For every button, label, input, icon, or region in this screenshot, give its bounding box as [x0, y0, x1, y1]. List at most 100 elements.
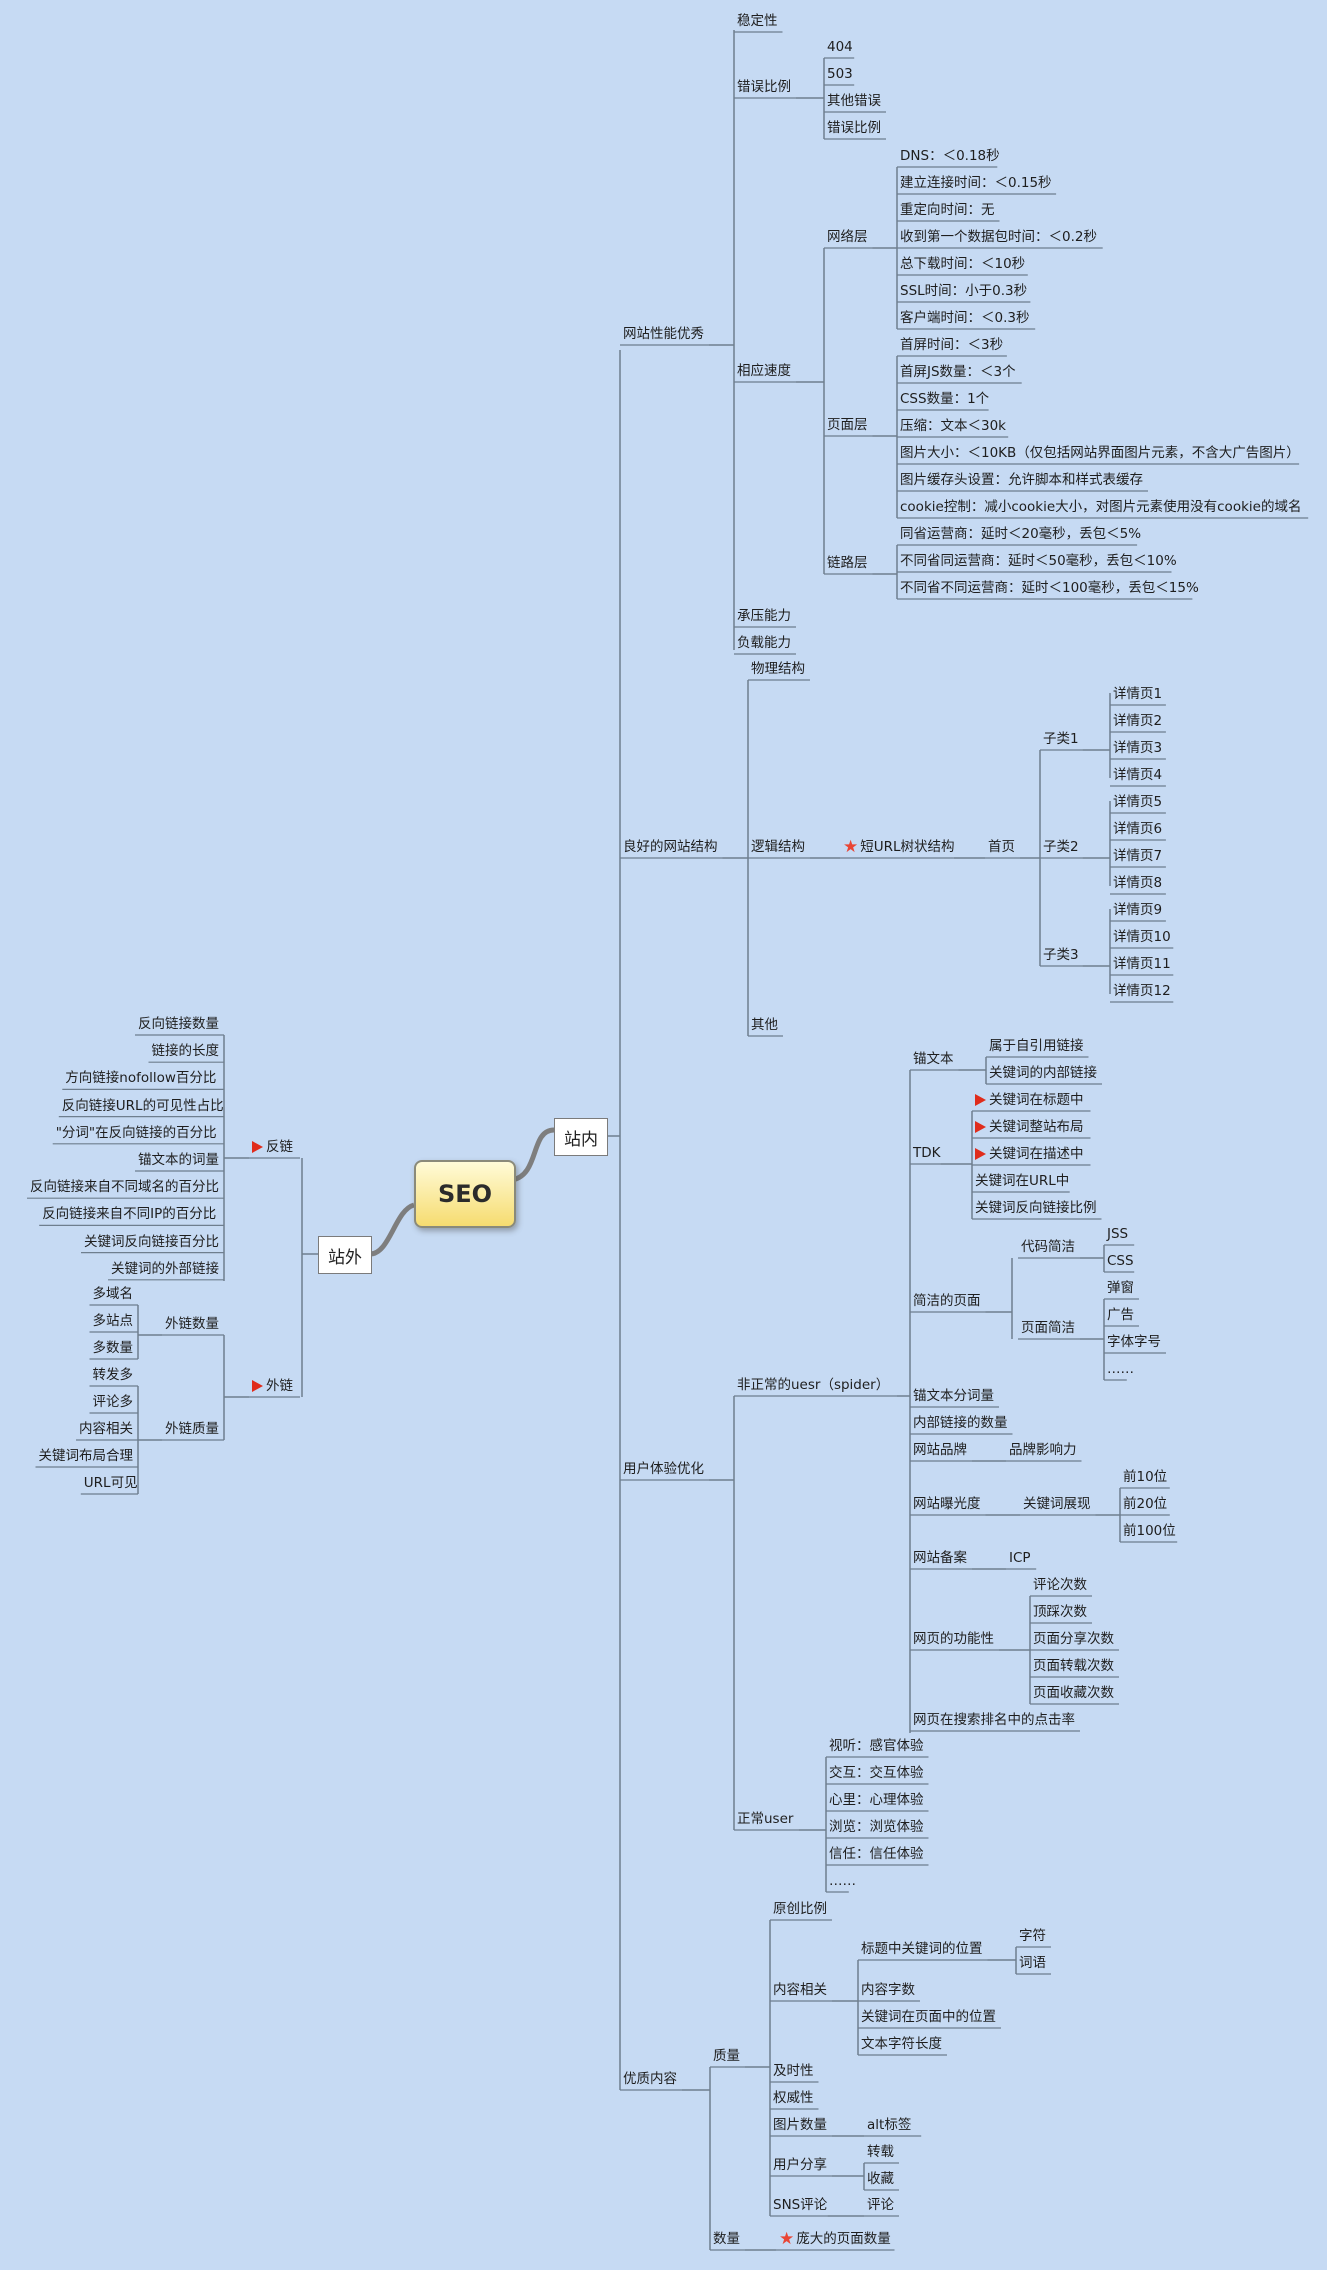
offsite-branch-node[interactable]: 站外 — [318, 1236, 372, 1274]
mind-map-node[interactable]: 建立连接时间：＜0.15秒 — [900, 174, 1052, 192]
mind-map-node[interactable]: 逻辑结构 — [751, 838, 805, 856]
mind-map-node[interactable]: 评论 — [867, 2196, 894, 2214]
mind-map-node[interactable]: 关键词在描述中 — [975, 1145, 1084, 1163]
mind-map-node[interactable]: 前10位 — [1123, 1468, 1167, 1486]
mind-map-node[interactable]: TDK — [913, 1144, 941, 1162]
mind-map-node[interactable]: 压缩：文本＜30k — [900, 417, 1006, 435]
mind-map-node[interactable]: alt标签 — [867, 2116, 911, 2134]
mind-map-node[interactable]: DNS：＜0.18秒 — [900, 147, 1000, 165]
mind-map-node[interactable]: 页面简洁 — [1021, 1319, 1075, 1337]
mind-map-node[interactable]: ICP — [1009, 1549, 1031, 1567]
mind-map-node[interactable]: 详情页8 — [1113, 874, 1162, 892]
mind-map-node[interactable]: ★短URL树状结构 — [843, 838, 955, 856]
mind-map-node[interactable]: 详情页7 — [1113, 847, 1162, 865]
mind-map-node[interactable]: 详情页6 — [1113, 820, 1162, 838]
mind-map-node[interactable]: 文本字符长度 — [861, 2035, 942, 2053]
mind-map-node[interactable]: 重定向时间：无 — [900, 201, 995, 219]
branch-structure[interactable]: 良好的网站结构 — [623, 838, 718, 856]
branch-backlinks[interactable]: 反链 — [252, 1138, 293, 1156]
mind-map-node[interactable]: 网站备案 — [913, 1549, 967, 1567]
mind-map-node[interactable]: 品牌影响力 — [1009, 1441, 1077, 1459]
mind-map-node[interactable]: 锚文本 — [913, 1050, 954, 1068]
mind-map-node[interactable]: 关键词反向链接百分比 — [84, 1233, 219, 1251]
mind-map-node[interactable]: 多数量 — [93, 1339, 134, 1357]
mind-map-node[interactable]: 内部链接的数量 — [913, 1414, 1008, 1432]
mind-map-node[interactable]: 关键词在URL中 — [975, 1172, 1069, 1190]
mind-map-node[interactable]: 详情页10 — [1113, 928, 1171, 946]
mind-map-node[interactable]: 图片数量 — [773, 2116, 827, 2134]
mind-map-node[interactable]: 评论多 — [93, 1393, 134, 1411]
mind-map-node[interactable]: 详情页1 — [1113, 685, 1162, 703]
mind-map-node[interactable]: 详情页11 — [1113, 955, 1171, 973]
mind-map-node[interactable]: 首屏时间：＜3秒 — [900, 336, 1003, 354]
mind-map-node[interactable]: 页面收藏次数 — [1033, 1684, 1114, 1702]
branch-outbound-links[interactable]: 外链 — [252, 1377, 293, 1395]
mind-map-node[interactable]: 广告 — [1107, 1306, 1134, 1324]
mind-map-node[interactable]: 评论次数 — [1033, 1576, 1087, 1594]
mind-map-node[interactable]: SNS评论 — [773, 2196, 827, 2214]
mind-map-node[interactable]: ★庞大的页面数量 — [779, 2230, 891, 2248]
mind-map-node[interactable]: 相应速度 — [737, 362, 791, 380]
mind-map-node[interactable]: 链接的长度 — [152, 1042, 220, 1060]
mind-map-node[interactable]: 详情页5 — [1113, 793, 1162, 811]
mind-map-node[interactable]: 浏览：浏览体验 — [829, 1818, 924, 1836]
mind-map-node[interactable]: 关键词在页面中的位置 — [861, 2008, 996, 2026]
mind-map-node[interactable]: 非正常的uesr（spider） — [737, 1376, 889, 1394]
mind-map-node[interactable]: 图片缓存头设置：允许脚本和样式表缓存 — [900, 471, 1143, 489]
mind-map-node[interactable]: 交互：交互体验 — [829, 1764, 924, 1782]
mind-map-node[interactable]: 简洁的页面 — [913, 1292, 981, 1310]
mind-map-node[interactable]: 关键词在标题中 — [975, 1091, 1084, 1109]
mind-map-node[interactable]: JSS — [1107, 1225, 1128, 1243]
mind-map-node[interactable]: 多域名 — [93, 1285, 134, 1303]
mind-map-node[interactable]: 及时性 — [773, 2062, 814, 2080]
mind-map-node[interactable]: 404 — [827, 38, 853, 56]
mind-map-node[interactable]: SSL时间：小于0.3秒 — [900, 282, 1027, 300]
mind-map-node[interactable]: …… — [1107, 1360, 1134, 1378]
mind-map-node[interactable]: 字符 — [1019, 1927, 1046, 1945]
mind-map-node[interactable]: 详情页12 — [1113, 982, 1171, 1000]
mind-map-node[interactable]: 外链数量 — [165, 1315, 219, 1333]
mind-map-node[interactable]: 标题中关键词的位置 — [861, 1940, 983, 1958]
mind-map-node[interactable]: "分词"在反向链接的百分比 — [56, 1124, 217, 1142]
mind-map-node[interactable]: 词语 — [1019, 1954, 1046, 1972]
mind-map-node[interactable]: 锚文本的词量 — [138, 1151, 219, 1169]
mind-map-node[interactable]: 详情页4 — [1113, 766, 1162, 784]
mind-map-node[interactable]: 正常user — [737, 1810, 793, 1828]
mind-map-node[interactable]: 网站品牌 — [913, 1441, 967, 1459]
mind-map-node[interactable]: 前100位 — [1123, 1522, 1176, 1540]
mind-map-node[interactable]: 图片大小：＜10KB（仅包括网站界面图片元素，不含大广告图片） — [900, 444, 1300, 462]
mind-map-node[interactable]: 收藏 — [867, 2170, 894, 2188]
seo-root-node[interactable]: SEO — [414, 1160, 516, 1228]
mind-map-node[interactable]: 收到第一个数据包时间：＜0.2秒 — [900, 228, 1097, 246]
mind-map-node[interactable]: 关键词反向链接比例 — [975, 1199, 1097, 1217]
mind-map-node[interactable]: 承压能力 — [737, 607, 791, 625]
mind-map-node[interactable]: 负载能力 — [737, 634, 791, 652]
mind-map-node[interactable]: 内容相关 — [773, 1981, 827, 1999]
mind-map-node[interactable]: 属于自引用链接 — [989, 1037, 1084, 1055]
mind-map-node[interactable]: 反向链接数量 — [138, 1015, 219, 1033]
mind-map-node[interactable]: 反向链接来自不同域名的百分比 — [30, 1178, 219, 1196]
mind-map-node[interactable]: 网络层 — [827, 228, 868, 246]
onsite-branch-node[interactable]: 站内 — [554, 1118, 608, 1156]
mind-map-node[interactable]: 顶踩次数 — [1033, 1603, 1087, 1621]
mind-map-node[interactable]: 前20位 — [1123, 1495, 1167, 1513]
mind-map-node[interactable]: 总下载时间：＜10秒 — [900, 255, 1025, 273]
mind-map-node[interactable]: 网页的功能性 — [913, 1630, 994, 1648]
mind-map-node[interactable]: 同省运营商：延时＜20毫秒，丢包＜5% — [900, 525, 1141, 543]
mind-map-node[interactable]: 权威性 — [773, 2089, 814, 2107]
mind-map-node[interactable]: 稳定性 — [737, 12, 778, 30]
mind-map-node[interactable]: 不同省不同运营商：延时＜100毫秒，丢包＜15% — [900, 579, 1199, 597]
mind-map-node[interactable]: 原创比例 — [773, 1900, 827, 1918]
mind-map-node[interactable]: 详情页3 — [1113, 739, 1162, 757]
mind-map-node[interactable]: 弹窗 — [1107, 1279, 1134, 1297]
mind-map-node[interactable]: 网站曝光度 — [913, 1495, 981, 1513]
mind-map-node[interactable]: 链路层 — [827, 554, 868, 572]
mind-map-node[interactable]: 其他错误 — [827, 92, 881, 110]
mind-map-node[interactable]: 转载 — [867, 2143, 894, 2161]
mind-map-node[interactable]: 首屏JS数量：＜3个 — [900, 363, 1016, 381]
mind-map-node[interactable]: 首页 — [988, 838, 1015, 856]
branch-ux[interactable]: 用户体验优化 — [623, 1460, 704, 1478]
mind-map-node[interactable]: 关键词展现 — [1023, 1495, 1091, 1513]
mind-map-node[interactable]: 子类2 — [1043, 838, 1079, 856]
mind-map-node[interactable]: 转发多 — [93, 1366, 134, 1384]
